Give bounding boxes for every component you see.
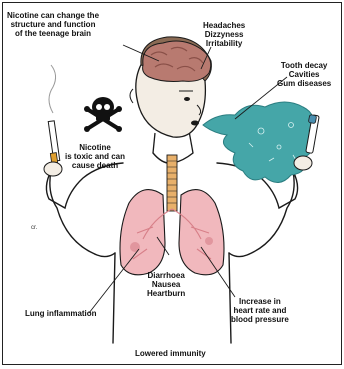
label-brain-effect: Nicotine can change the structure and fu… [7, 11, 99, 38]
trachea [167, 155, 177, 211]
skull-crossbones-icon [84, 97, 122, 132]
infographic-frame: cr. Nicotine can change the structure an… [2, 2, 342, 365]
label-lung-effect: Lung inflammation [25, 309, 97, 318]
label-heart-effects: Increase in heart rate and blood pressur… [231, 297, 289, 324]
label-stomach-effects: Diarrhoea Nausea Heartburn [147, 271, 185, 298]
label-toxic: Nicotine is toxic and can cause death [65, 143, 125, 170]
label-head-effects: Headaches Dizzyness Irritability [203, 21, 245, 48]
label-immunity: Lowered immunity [135, 349, 206, 358]
cigarette-icon [44, 65, 62, 176]
label-mouth-effects: Tooth decay Cavities Gum diseases [277, 61, 331, 88]
vapor-cloud-icon [203, 102, 314, 183]
signature: cr. [31, 225, 38, 231]
